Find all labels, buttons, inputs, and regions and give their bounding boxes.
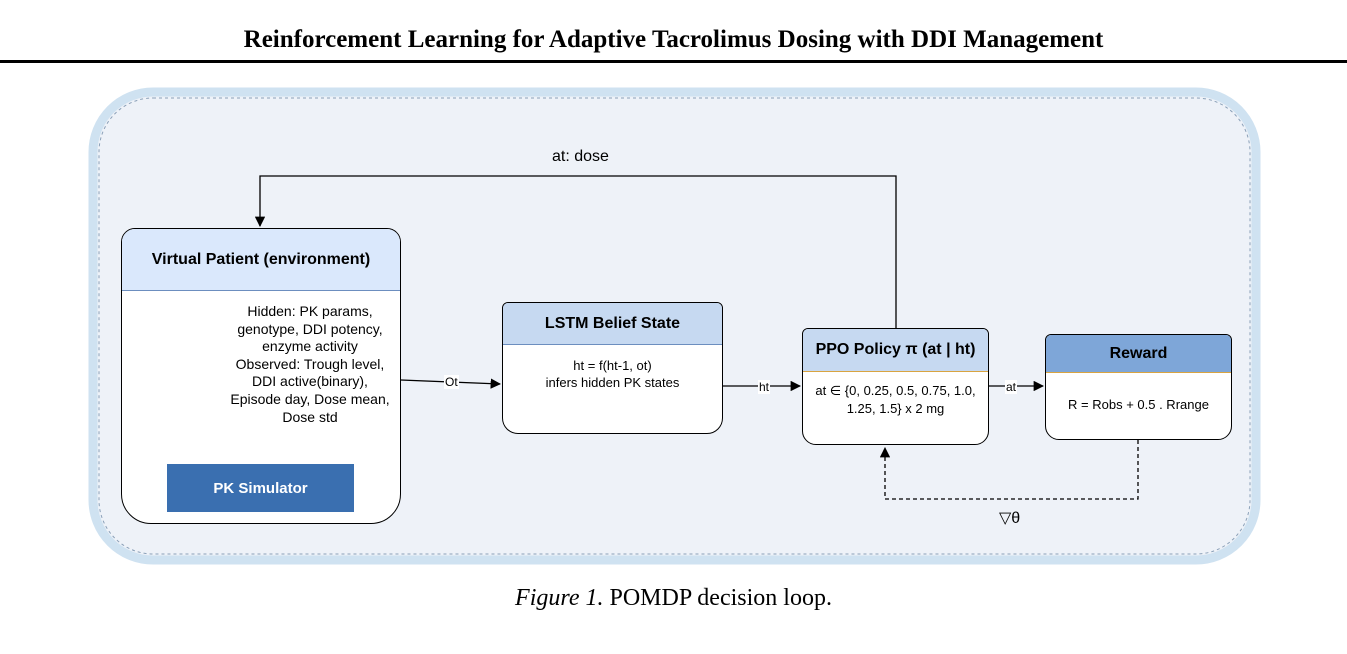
lstm-line-1: ht = f(ht-1, ot) [573,358,652,373]
ppo-action-space: at ∈ {0, 0.25, 0.5, 0.75, 1.0, 1.25, 1.5… [815,383,976,416]
lstm-body: ht = f(ht-1, ot) infers hidden PK states [503,345,722,391]
lstm-belief-box: LSTM Belief State ht = f(ht-1, ot) infer… [502,302,723,434]
figure-caption: Figure 1. POMDP decision loop. [0,585,1347,612]
pk-simulator-block: PK Simulator [167,464,354,512]
hidden-edge-label: ht [758,380,771,394]
action-edge-label: at [1005,380,1018,394]
lstm-heading: LSTM Belief State [503,303,722,345]
observation-edge-label: Ot [444,375,459,389]
virtual-patient-heading: Virtual Patient (environment) [122,229,400,291]
lstm-line-2: infers hidden PK states [545,375,680,390]
caption-label: Figure 1. [515,585,604,611]
outer-container-dashed [98,97,1251,555]
reward-formula: R = Robs + 0.5 . Rrange [1068,397,1209,412]
feedback-edge [254,175,897,328]
ppo-heading: PPO Policy π (at | ht) [803,329,988,372]
caption-text: POMDP decision loop. [609,585,832,611]
title-rule [0,60,1347,63]
reward-box: Reward R = Robs + 0.5 . Rrange [1045,334,1232,440]
ppo-policy-box: PPO Policy π (at | ht) at ∈ {0, 0.25, 0.… [802,328,989,445]
feedback-edge-label: at: dose [552,148,609,165]
page-title: Reinforcement Learning for Adaptive Tacr… [243,26,1104,53]
reward-heading: Reward [1046,335,1231,373]
gradient-edge-label: ▽θ [999,510,1021,527]
patient-state-description: Hidden: PK params, genotype, DDI potency… [230,303,390,425]
gradient-edge [879,440,1139,500]
